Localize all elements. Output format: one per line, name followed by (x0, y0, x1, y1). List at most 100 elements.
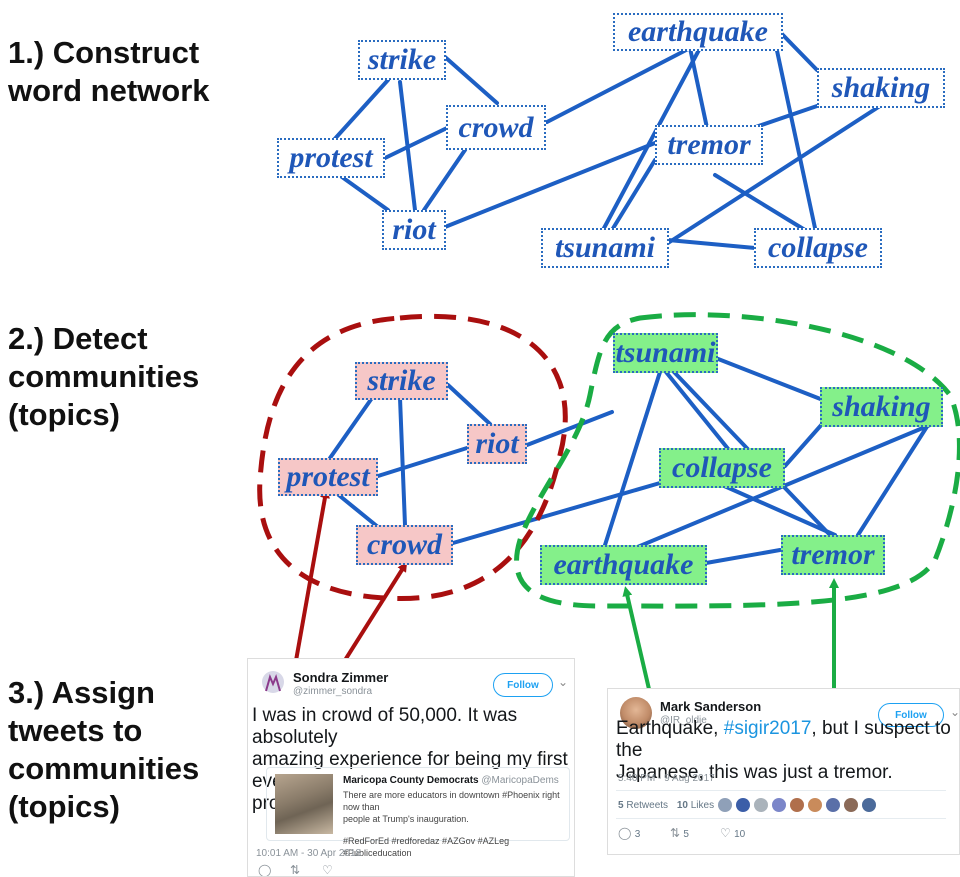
avatar[interactable] (754, 798, 768, 812)
tweet-card-2: Mark Sanderson @IR_oldie Follow ⌄ Earthq… (607, 688, 960, 855)
edge (451, 481, 662, 545)
card-author-name: Maricopa County Democrats (343, 775, 479, 786)
edge (783, 421, 825, 468)
node-shaking: shaking (817, 68, 945, 108)
node-protest: protest (277, 138, 385, 178)
edge (771, 30, 817, 230)
edge (664, 370, 731, 452)
divider (616, 818, 946, 819)
edge (610, 158, 657, 232)
avatar (620, 697, 652, 729)
embedded-card[interactable]: Maricopa County Democrats @MaricopaDems … (266, 767, 570, 858)
edge (666, 104, 882, 245)
community-outline-green (514, 312, 960, 609)
card-hashtags: #RedForEd #redforedaz #AZGov #AZLeg #Pub… (343, 836, 510, 858)
like-icon[interactable]: ♡ (322, 863, 333, 877)
tweet-text-part: , but I suspect to the (616, 718, 951, 761)
community-outline-red (257, 313, 568, 602)
retweets-label: Retweets (626, 800, 669, 811)
follow-button[interactable]: Follow (878, 703, 944, 727)
edge (603, 370, 662, 547)
step-2-line: communities (8, 359, 200, 394)
step-1-label: 1.) Construct word network (8, 34, 210, 110)
avatar (262, 671, 284, 693)
retweets-count: 5 (618, 800, 624, 811)
edge (525, 410, 614, 447)
edge (376, 446, 469, 478)
edge (601, 46, 702, 232)
like-count: 10 (734, 829, 746, 840)
avatar[interactable] (844, 798, 858, 812)
node2-tsunami: tsunami (613, 333, 718, 373)
node-collapse: collapse (754, 228, 882, 268)
edge (666, 238, 757, 250)
timestamp[interactable]: 10:01 AM - 30 Apr 2018 (256, 848, 362, 859)
reply-icon[interactable]: ◯ 3 (618, 826, 641, 840)
edge (443, 141, 657, 229)
node2-shaking: shaking (820, 387, 943, 427)
step-2-line: 2.) Detect (8, 321, 148, 356)
avatar[interactable] (790, 798, 804, 812)
avatar[interactable] (826, 798, 840, 812)
retweet-icon[interactable]: ⇅ (290, 863, 301, 877)
node2-collapse: collapse (659, 448, 785, 488)
avatar[interactable] (718, 798, 732, 812)
step-3-line: 3.) Assign (8, 675, 155, 710)
author-handle[interactable]: @zimmer_sondra (293, 686, 373, 697)
edge (856, 423, 930, 537)
edge (704, 548, 782, 565)
avatar[interactable] (736, 798, 750, 812)
edge (383, 126, 449, 160)
node-tremor: tremor (655, 125, 763, 165)
edge (778, 30, 819, 72)
author-name[interactable]: Sondra Zimmer (293, 670, 389, 685)
node-riot: riot (382, 210, 446, 250)
timestamp[interactable]: 5:40 PM - 9 Aug 2017 (618, 773, 715, 784)
step-2-label: 2.) Detect communities (topics) (8, 320, 199, 434)
edge (422, 148, 467, 212)
edge (720, 483, 837, 537)
edge (328, 396, 374, 460)
network-1-edges (330, 30, 882, 250)
card-author-handle: @MaricopaDems (481, 775, 559, 786)
chevron-down-icon[interactable]: ⌄ (558, 675, 569, 689)
edge (398, 396, 407, 527)
tweet-text-part: Earthquake, (616, 718, 724, 739)
follow-button[interactable]: Follow (493, 673, 553, 697)
card-text-line: people at Trump's inauguration. (343, 814, 469, 824)
edge (706, 353, 825, 402)
edge (713, 173, 807, 232)
node2-crowd: crowd (356, 525, 453, 565)
step-3-line: (topics) (8, 789, 120, 824)
avatar[interactable] (772, 798, 786, 812)
tweet-text-line: Japanese, this was just a tremor. (616, 762, 893, 783)
card-author: Maricopa County Democrats @MaricopaDems (343, 775, 559, 786)
retweets-stat[interactable]: 5 Retweets 10 Likes (618, 800, 714, 811)
retweet-count: 5 (683, 829, 689, 840)
retweet-icon[interactable]: ⇅ 5 (670, 826, 689, 840)
edge (545, 46, 692, 124)
hashtag-link[interactable]: #sigir2017 (723, 718, 812, 739)
card-text: There are more educators in downtown #Ph… (343, 789, 569, 859)
step-3-label: 3.) Assign tweets to communities (topics… (8, 674, 199, 826)
step-1-line: 1.) Construct (8, 35, 200, 70)
divider (616, 790, 946, 791)
reply-icon[interactable]: ◯ (258, 863, 272, 877)
edge (333, 490, 380, 529)
chevron-down-icon[interactable]: ⌄ (950, 705, 960, 719)
edge (330, 78, 390, 144)
node2-earthquake: earthquake (540, 545, 707, 585)
node2-riot: riot (467, 424, 527, 464)
like-icon[interactable]: ♡ 10 (720, 826, 746, 840)
tweet-text-line: I was in crowd of 50,000. It was absolut… (252, 705, 518, 748)
avatar[interactable] (862, 798, 876, 812)
author-name[interactable]: Mark Sanderson (660, 699, 762, 714)
card-text-line: There are more educators in downtown #Ph… (343, 790, 560, 812)
likes-label: Likes (690, 800, 715, 811)
edge (333, 170, 390, 212)
node-crowd: crowd (446, 105, 546, 150)
tweet-text: Earthquake, #sigir2017, but I suspect to… (616, 718, 959, 784)
author-handle[interactable]: @IR_oldie (660, 715, 707, 726)
avatar[interactable] (808, 798, 822, 812)
